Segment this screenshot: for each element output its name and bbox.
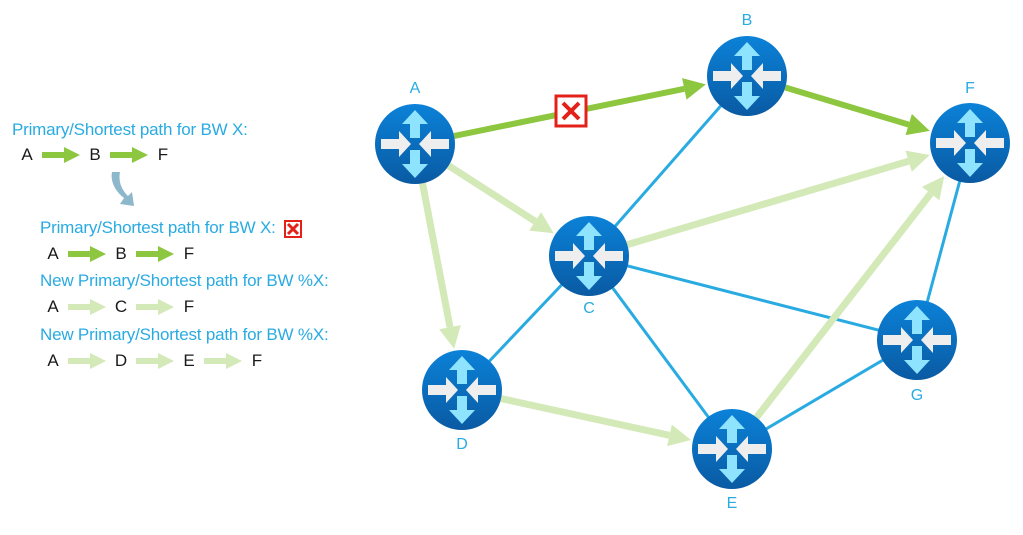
node-label-d: D: [456, 436, 468, 453]
path-node: F: [157, 145, 169, 164]
link-c-e: [587, 255, 734, 450]
path-node: A: [47, 351, 59, 370]
path-node: E: [183, 351, 195, 370]
path-node: C: [114, 297, 128, 316]
legend-title-primary-failed: Primary/Shortest path for BW X:: [40, 218, 303, 238]
link-line: [753, 191, 934, 420]
transition-arrow-icon: [111, 172, 134, 206]
arrowhead-icon: [905, 114, 930, 136]
nodes-layer: [375, 36, 1010, 489]
link-d-e-alternate-path: [500, 395, 691, 447]
path-node: B: [89, 145, 101, 164]
path-arrow-icon: [136, 353, 174, 369]
node-label-f: F: [965, 80, 975, 97]
router-icon-f: [930, 103, 1010, 183]
router-icon-a: [375, 104, 455, 184]
path-arrow-icon: [68, 246, 106, 262]
path-node: F: [183, 244, 195, 263]
failure-icon: [284, 219, 303, 238]
link-line: [626, 157, 910, 248]
arrowhead-icon: [667, 424, 691, 447]
close-icon: [287, 222, 300, 235]
arrowhead-icon: [922, 176, 945, 201]
path-arrow-icon: [136, 299, 174, 315]
arrowhead-icon: [682, 78, 706, 100]
link-c-f-alternate-path: [626, 150, 930, 248]
path-arrow-icon: [136, 246, 174, 262]
arrowhead-icon: [529, 212, 554, 234]
node-label-g: G: [910, 387, 924, 404]
router-icon-b: [707, 36, 787, 116]
link-failure-icon: [554, 94, 588, 128]
path-arrow-icon: [68, 353, 106, 369]
path-node: A: [47, 297, 59, 316]
legend-title-new-path-1: New Primary/Shortest path for BW %X:: [40, 271, 329, 290]
path-arrow-icon: [110, 147, 148, 163]
path-arrow-icon: [42, 147, 80, 163]
link-a-c-alternate-path: [446, 162, 554, 234]
node-label-c: C: [583, 300, 595, 317]
arrowhead-icon: [439, 325, 461, 349]
path-node: F: [251, 351, 263, 370]
link-a-d-alternate-path: [419, 182, 461, 349]
path-node: D: [114, 351, 128, 370]
path-node: B: [115, 244, 127, 263]
link-e-f-alternate-path: [753, 176, 945, 420]
legend-title-primary: Primary/Shortest path for BW X:: [12, 120, 248, 139]
link-line: [784, 84, 910, 128]
node-label-b: B: [741, 12, 753, 29]
link-b-f-primary-path: [784, 84, 930, 136]
link-line: [446, 162, 538, 225]
arrowhead-icon: [905, 150, 930, 172]
node-label-e: E: [726, 495, 738, 512]
node-label-a: A: [409, 80, 421, 97]
path-node: F: [183, 297, 195, 316]
router-icon-c: [549, 216, 629, 296]
path-arrow-icon: [68, 299, 106, 315]
link-line: [419, 182, 454, 328]
path-arrow-icon: [204, 353, 242, 369]
router-icon-e: [692, 409, 772, 489]
router-icon-d: [422, 350, 502, 430]
router-icon-g: [877, 300, 957, 380]
link-c-g: [588, 254, 918, 342]
links-layer: [419, 75, 972, 451]
link-line: [500, 395, 671, 439]
legend-title-text: Primary/Shortest path for BW X:: [40, 218, 276, 237]
path-node: A: [47, 244, 59, 263]
path-node: A: [21, 145, 33, 164]
legend-title-new-path-2: New Primary/Shortest path for BW %X:: [40, 325, 329, 344]
